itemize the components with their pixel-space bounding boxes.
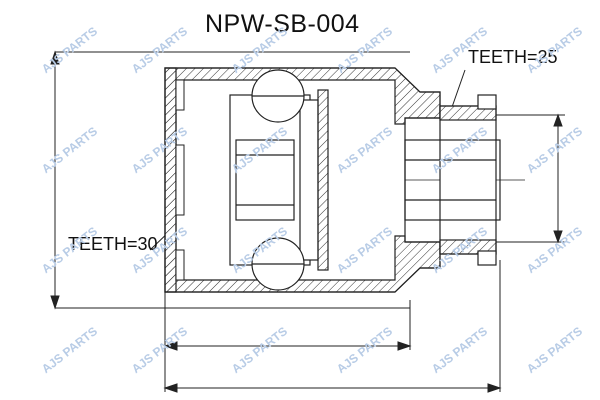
watermark-logo: AJS PARTS	[415, 124, 490, 195]
watermark-logo: AJS PARTS	[215, 124, 290, 195]
watermark-logo: AJS PARTS	[25, 224, 100, 295]
watermark-logo: AJS PARTS	[320, 24, 395, 95]
tripod-spider	[229, 69, 329, 291]
part-number: NPW-SB-004	[205, 10, 360, 38]
watermark-logo: AJS PARTS	[215, 224, 290, 295]
watermark-logo: AJS PARTS	[510, 324, 585, 395]
watermark-logo: AJS PARTS	[510, 124, 585, 195]
watermark-logo: AJS PARTS	[320, 124, 395, 195]
watermark-logo: AJS PARTS	[320, 224, 395, 295]
watermark-logo: AJS PARTS	[115, 24, 190, 95]
watermark-logo: AJS PARTS	[25, 124, 100, 195]
watermark-logo: AJS PARTS	[415, 324, 490, 395]
watermark-logo: AJS PARTS	[510, 224, 585, 295]
watermark-logo: AJS PARTS	[320, 324, 395, 395]
watermark-logo: AJS PARTS	[115, 124, 190, 195]
watermark-logo: AJS PARTS	[215, 24, 290, 95]
boot-flange	[175, 79, 185, 281]
teeth-inner-label: TEETH=30	[68, 234, 158, 254]
watermark-logo: AJS PARTS	[25, 324, 100, 395]
watermark-logo: AJS PARTS	[415, 224, 490, 295]
watermark-logo: AJS PARTS	[415, 24, 490, 95]
watermark-logo: AJS PARTS	[510, 24, 585, 95]
watermark-logo: AJS PARTS	[25, 24, 100, 95]
teeth-outer-label: TEETH=25	[468, 47, 558, 67]
watermark-logo: AJS PARTS	[115, 224, 190, 295]
watermark-logo: AJS PARTS	[215, 324, 290, 395]
watermark-logo: AJS PARTS	[115, 324, 190, 395]
